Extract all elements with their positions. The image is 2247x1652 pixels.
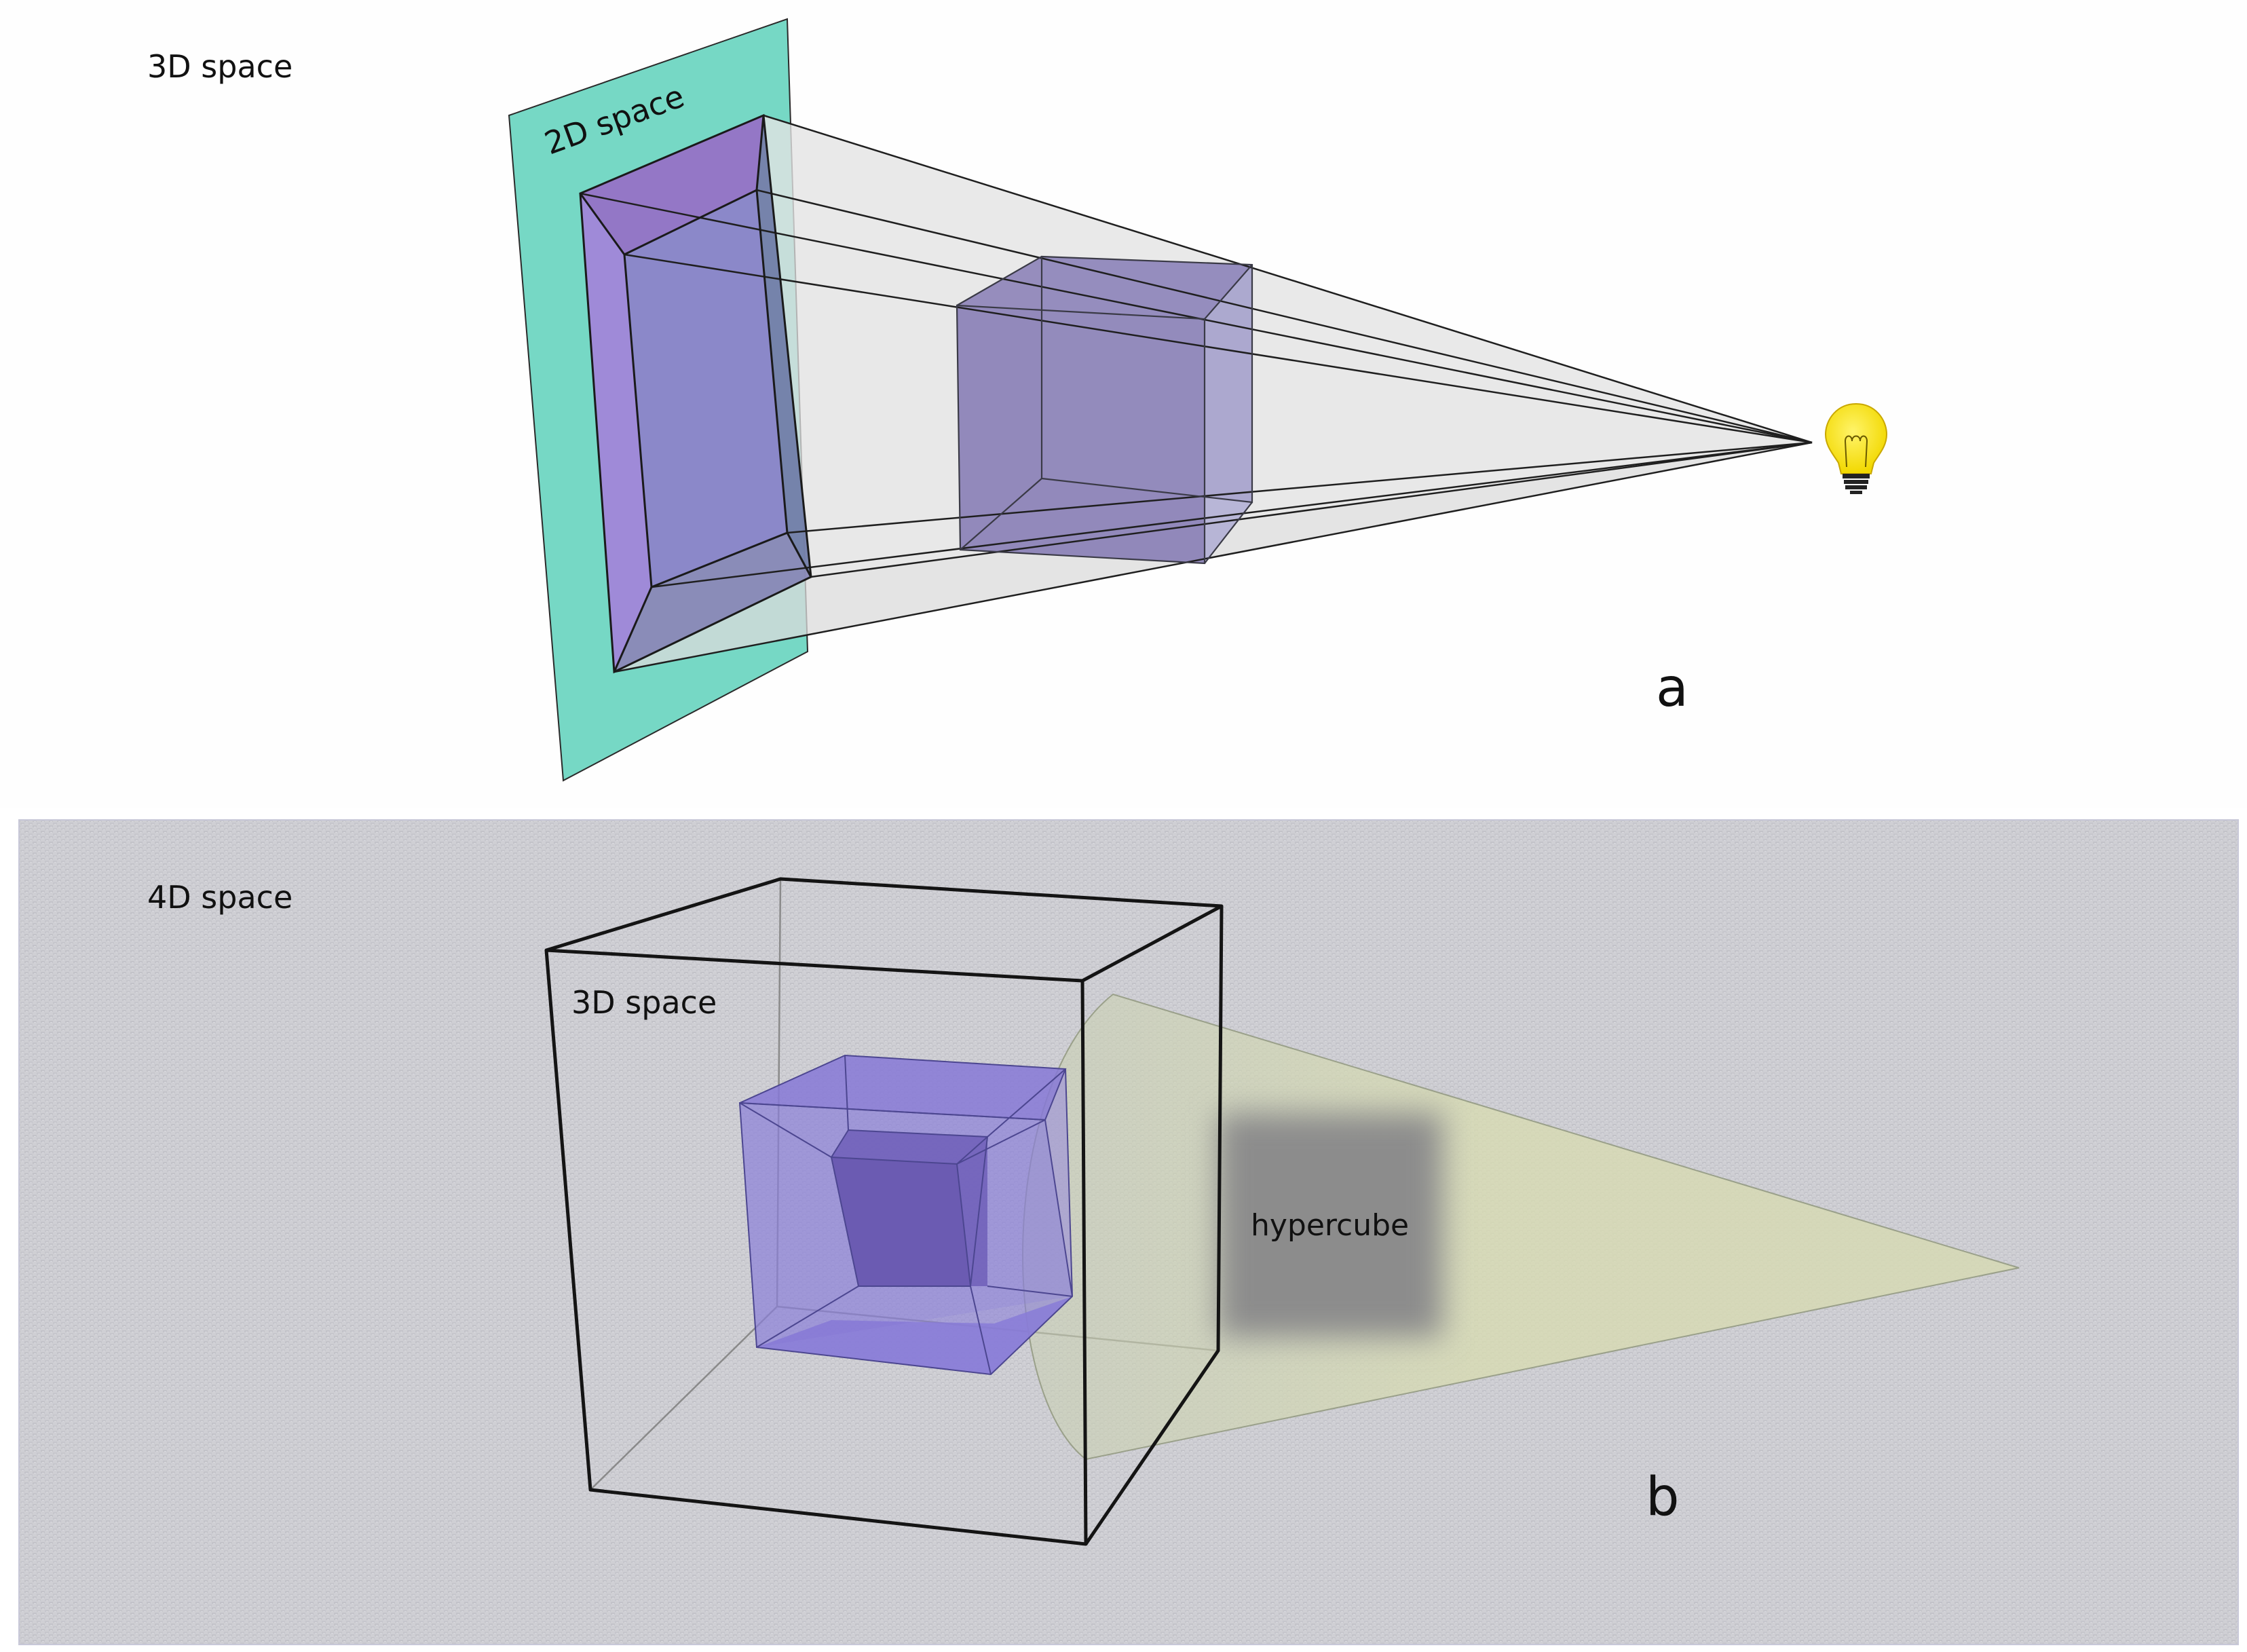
label-hypercube: hypercube — [1251, 1208, 1409, 1243]
label-3d-space-a: 3D space — [147, 48, 292, 85]
projection-lines-a — [580, 114, 1813, 673]
label-4d-space: 4D space — [147, 879, 292, 916]
tesseract-edges — [738, 1054, 1074, 1376]
shadow-edges — [579, 113, 812, 674]
light-bulb-icon — [1824, 402, 1888, 494]
panel-letter-b: b — [1646, 1467, 1680, 1528]
tesseract — [740, 1055, 1072, 1374]
box-front-edges — [544, 877, 1224, 1546]
cube-a-edges — [956, 255, 1253, 565]
panel-b: 4D space 3D space hypercube b — [18, 819, 2239, 1645]
projected-shadow — [580, 115, 811, 672]
label-3d-space-b: 3D space — [571, 984, 717, 1021]
hypercube-shadow — [1218, 1113, 1442, 1337]
panel-letter-a: a — [1656, 658, 1688, 719]
panel-a: 3D space 2D space a — [0, 0, 2247, 808]
